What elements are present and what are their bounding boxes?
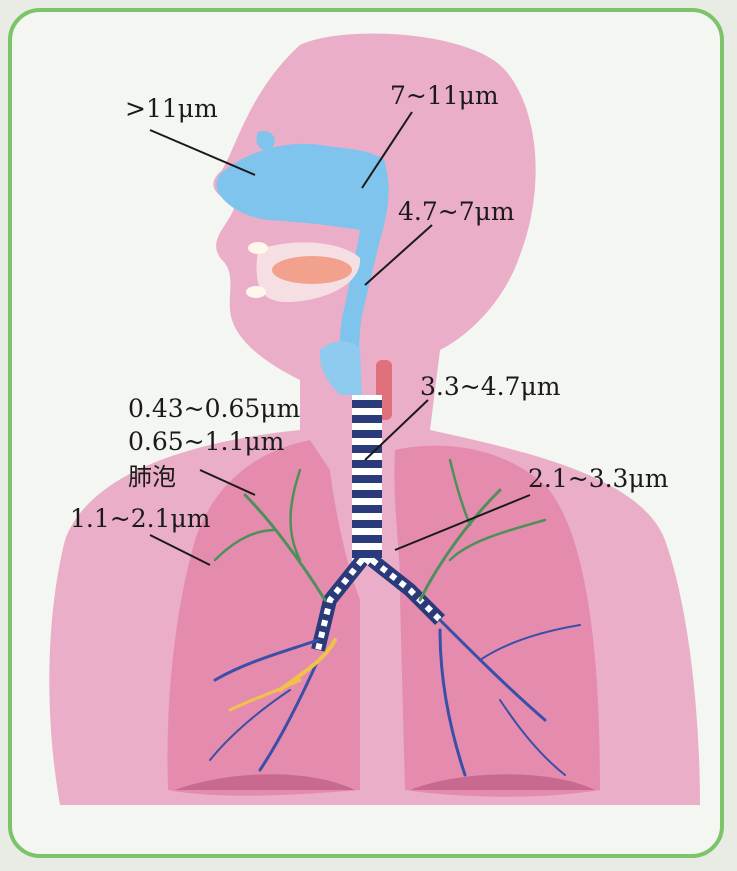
label-bronchioles: 1.1~2.1μm bbox=[70, 504, 211, 533]
label-bronchi: 2.1~3.3μm bbox=[528, 464, 669, 493]
upper-teeth bbox=[248, 242, 268, 254]
trachea bbox=[352, 395, 382, 565]
label-nasal-cavity: >11μm bbox=[125, 94, 218, 123]
label-nasopharynx: 7~11μm bbox=[390, 81, 499, 110]
label-alveoli-coarse: 0.65~1.1μm bbox=[128, 427, 285, 456]
label-alveoli: 肺泡 bbox=[128, 463, 176, 491]
lower-teeth bbox=[246, 286, 266, 298]
tongue bbox=[272, 256, 352, 284]
label-trachea: 3.3~4.7μm bbox=[420, 372, 561, 401]
label-alveoli-fine: 0.43~0.65μm bbox=[128, 394, 301, 423]
label-pharynx: 4.7~7μm bbox=[398, 197, 515, 226]
